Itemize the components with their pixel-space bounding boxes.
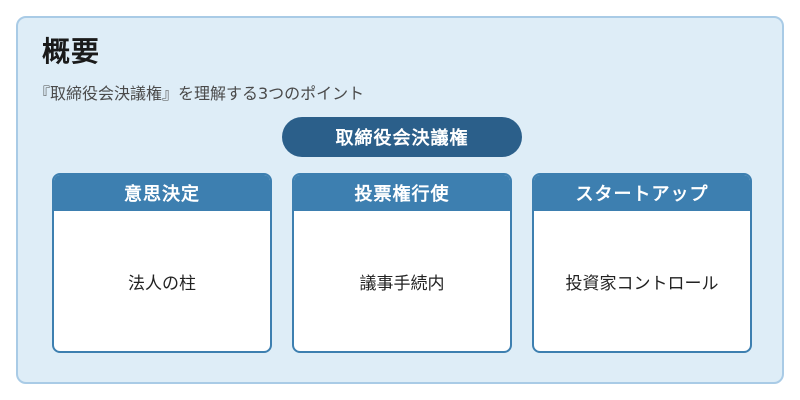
card-header: 意思決定 (54, 175, 270, 211)
page-title: 概要 (42, 35, 101, 68)
point-card-decision-making: 意思決定 法人の柱 (52, 173, 272, 353)
central-topic-pill: 取締役会決議権 (282, 117, 522, 157)
point-card-voting-rights: 投票権行使 議事手続内 (292, 173, 512, 353)
overview-panel: 概要 『取締役会決議権』を理解する3つのポイント 取締役会決議権 意思決定 法人… (16, 16, 784, 384)
card-body: 法人の柱 (128, 273, 196, 294)
card-header: 投票権行使 (294, 175, 510, 211)
central-topic-label: 取締役会決議権 (335, 128, 469, 149)
card-header: スタートアップ (534, 175, 750, 211)
card-body: 議事手続内 (359, 273, 445, 294)
point-card-startup: スタートアップ 投資家コントロール (532, 173, 752, 353)
page-subtitle: 『取締役会決議権』を理解する3つのポイント (34, 84, 365, 103)
card-body: 投資家コントロール (565, 273, 719, 294)
